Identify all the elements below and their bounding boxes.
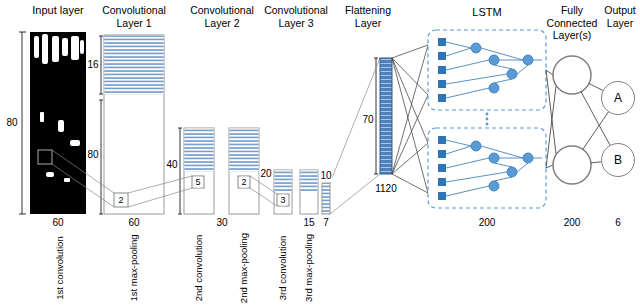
- output-label: A: [614, 91, 622, 105]
- lstm-cell: [428, 30, 546, 110]
- lstm-cell: [428, 128, 546, 208]
- layer-title: Convolutional Layer 1: [96, 4, 172, 29]
- dimension-label: 200: [478, 217, 497, 229]
- kernel-window: [238, 176, 250, 188]
- output-label: B: [614, 153, 622, 167]
- input-image: [30, 32, 86, 214]
- pool3-block: [300, 170, 318, 214]
- dimension-brackets: [19, 32, 378, 214]
- conv3-block: [274, 170, 292, 214]
- layer-title: Flattening Layer: [338, 4, 398, 29]
- pool3-output: [322, 183, 330, 214]
- output-neuron: A: [601, 81, 635, 115]
- kernel-window: [114, 193, 128, 207]
- dimension-label: 20: [259, 168, 272, 180]
- kernel-size: 2: [117, 195, 124, 206]
- dimension-label: 200: [563, 217, 582, 229]
- conv1-block: [104, 35, 164, 214]
- conv2-block: [184, 128, 214, 214]
- dimension-label: 60: [51, 217, 64, 229]
- conv2-filters: [185, 129, 214, 172]
- lstm-to-dense-lines: [546, 70, 556, 168]
- layer-title: Convolutional Layer 2: [184, 4, 260, 29]
- dimension-label: 16: [86, 59, 99, 71]
- conv3-filters: [275, 171, 292, 192]
- layer-title: Input layer: [23, 4, 93, 17]
- operation-label: 1st convolution: [54, 235, 65, 300]
- dimension-label: 6: [614, 217, 622, 229]
- input-frame: [30, 32, 86, 214]
- layer-title: LSTM: [462, 6, 512, 19]
- dimension-label: 70: [361, 114, 374, 126]
- dimension-label: 80: [86, 149, 99, 161]
- kernel-window: [277, 194, 289, 206]
- dimension-label: 7: [322, 217, 330, 229]
- layer-title: Convolutional Layer 3: [258, 4, 334, 29]
- flatten-to-lstm-lines: [392, 45, 428, 193]
- operation-label: 2nd max-pooling: [238, 232, 249, 304]
- kernel-size: 2: [240, 177, 247, 188]
- kernel-window: [192, 176, 204, 188]
- ellipsis-dots: [486, 113, 489, 126]
- input-blobs: [34, 34, 84, 182]
- flatten-vector: [380, 58, 392, 174]
- operation-label: 1st max-pooling: [128, 233, 139, 302]
- dimension-label: 30: [215, 217, 228, 229]
- input-window: [38, 150, 52, 164]
- layer-title: Fully Connected Layer(s): [543, 4, 601, 42]
- dense-neuron: [553, 146, 591, 184]
- operation-label: 3rd max-pooling: [303, 233, 314, 303]
- operation-label: 3rd convolution: [277, 235, 288, 301]
- kernel-size: 3: [279, 195, 286, 206]
- operation-label: 2nd convolution: [193, 234, 204, 303]
- pool2-filters: [230, 129, 259, 172]
- dimension-label: 10: [319, 170, 332, 182]
- dimension-label: 80: [5, 117, 18, 129]
- layer-title: Output Layer: [600, 4, 640, 29]
- pool2-block: [229, 128, 259, 214]
- pool3-filters: [301, 171, 318, 192]
- kernel-size: 5: [194, 177, 201, 188]
- projection-lines: [52, 58, 380, 214]
- dense-neuron: [553, 56, 591, 94]
- conv1-filters: [105, 36, 164, 95]
- output-neuron: B: [601, 143, 635, 177]
- dimension-label: 1120: [374, 183, 398, 195]
- dimension-label: 40: [165, 159, 178, 171]
- dimension-label: 60: [127, 217, 140, 229]
- dimension-label: 15: [302, 217, 315, 229]
